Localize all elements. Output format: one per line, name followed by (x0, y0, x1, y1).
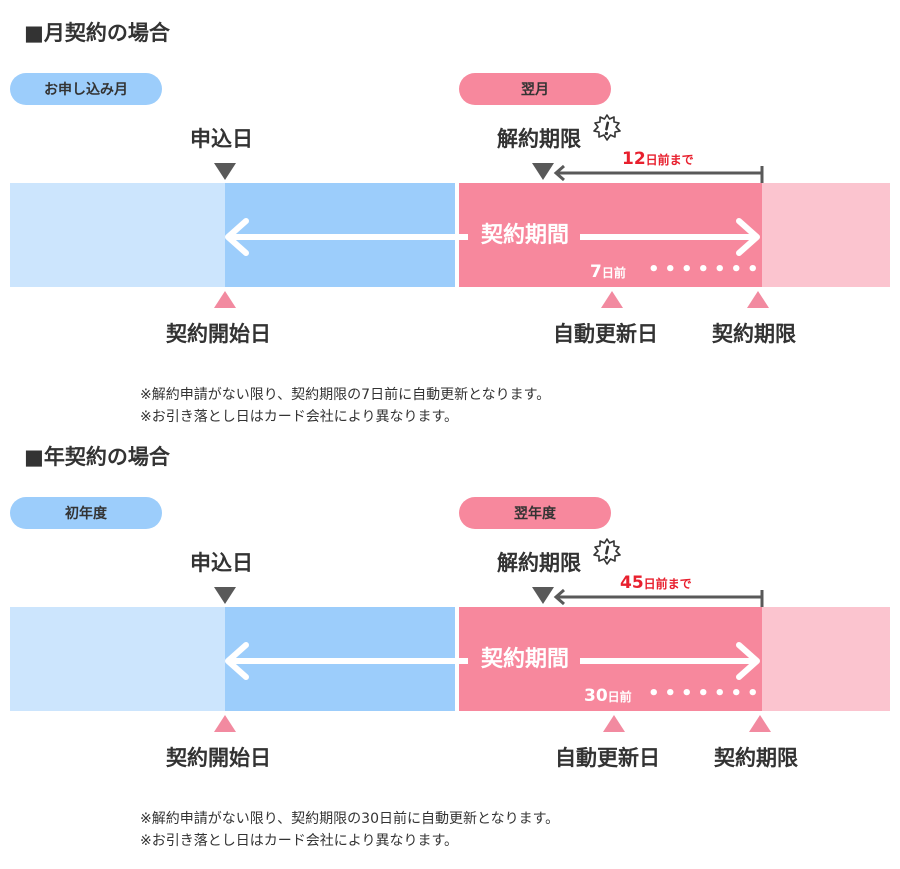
apply-day-marker (214, 163, 236, 180)
contract-period-label: 契約期間 (480, 647, 569, 672)
deadline-days-value: 45 (620, 573, 644, 593)
note-renewal: ※解約申請がない限り、契約期限の30日前に自動更新となります。 (140, 811, 560, 827)
renewal-days-value: 7 (590, 262, 602, 282)
yearly-contract-section: ■年契約の場合 初年度 翌年度 申込日 解約期限 45日前まで 契約期間 30日… (0, 424, 900, 854)
double-headed-arrow-icon (225, 218, 760, 256)
first-period-pill: 初年度 (10, 497, 162, 529)
double-headed-arrow-icon (225, 642, 760, 680)
renewal-days-label: 30日前 (584, 685, 632, 708)
dotted-leader: ••••••• (648, 683, 764, 704)
exclamation-burst-icon (593, 114, 621, 141)
start-day-label: 契約開始日 (166, 322, 271, 346)
start-day-marker (214, 715, 236, 732)
first-period-pill: お申し込み月 (10, 73, 162, 105)
deadline-days-suffix: 日前まで (643, 577, 692, 591)
cancel-deadline-label: 解約期限 (497, 551, 581, 575)
deadline-days-label: 45日前まで (620, 572, 692, 595)
contract-end-label: 契約期限 (714, 746, 798, 770)
contract-end-label: 契約期限 (712, 322, 796, 346)
renewal-days-label: 7日前 (590, 261, 626, 284)
apply-day-label: 申込日 (190, 551, 253, 575)
renewal-days-value: 30 (584, 686, 608, 706)
monthly-contract-section: ■月契約の場合 お申し込み月 翌月 申込日 解約期限 12日前まで 契約期間 7… (0, 0, 900, 430)
start-day-label: 契約開始日 (166, 746, 271, 770)
cancel-deadline-label: 解約期限 (497, 127, 581, 151)
note-renewal: ※解約申請がない限り、契約期限の7日前に自動更新となります。 (140, 387, 551, 403)
renewal-day-label: 自動更新日 (555, 746, 660, 770)
renewal-days-suffix: 日前 (601, 266, 626, 280)
cancel-deadline-marker (532, 587, 554, 604)
dotted-leader: ••••••• (648, 259, 764, 280)
deadline-days-value: 12 (622, 149, 646, 169)
post-end-band (762, 607, 890, 711)
renewal-day-label: 自動更新日 (553, 322, 658, 346)
contract-end-marker (747, 291, 769, 308)
section-title: ■月契約の場合 (24, 21, 170, 45)
note-billing: ※お引き落とし日はカード会社により異なります。 (140, 833, 459, 849)
contract-period-label: 契約期間 (480, 223, 569, 248)
renewal-day-marker (601, 291, 623, 308)
deadline-days-label: 12日前まで (622, 148, 694, 171)
deadline-arrow (553, 588, 764, 608)
note-billing: ※お引き落とし日はカード会社により異なります。 (140, 409, 459, 425)
start-day-marker (214, 291, 236, 308)
apply-day-label: 申込日 (190, 127, 253, 151)
renewal-day-marker (603, 715, 625, 732)
deadline-arrow (553, 164, 764, 184)
exclamation-burst-icon (593, 538, 621, 565)
renewal-days-suffix: 日前 (607, 690, 632, 704)
next-period-pill: 翌年度 (459, 497, 611, 529)
pre-start-band (10, 183, 225, 287)
post-end-band (762, 183, 890, 287)
section-title: ■年契約の場合 (24, 445, 170, 469)
pre-start-band (10, 607, 225, 711)
deadline-days-suffix: 日前まで (645, 153, 694, 167)
next-period-pill: 翌月 (459, 73, 611, 105)
apply-day-marker (214, 587, 236, 604)
cancel-deadline-marker (532, 163, 554, 180)
contract-end-marker (749, 715, 771, 732)
